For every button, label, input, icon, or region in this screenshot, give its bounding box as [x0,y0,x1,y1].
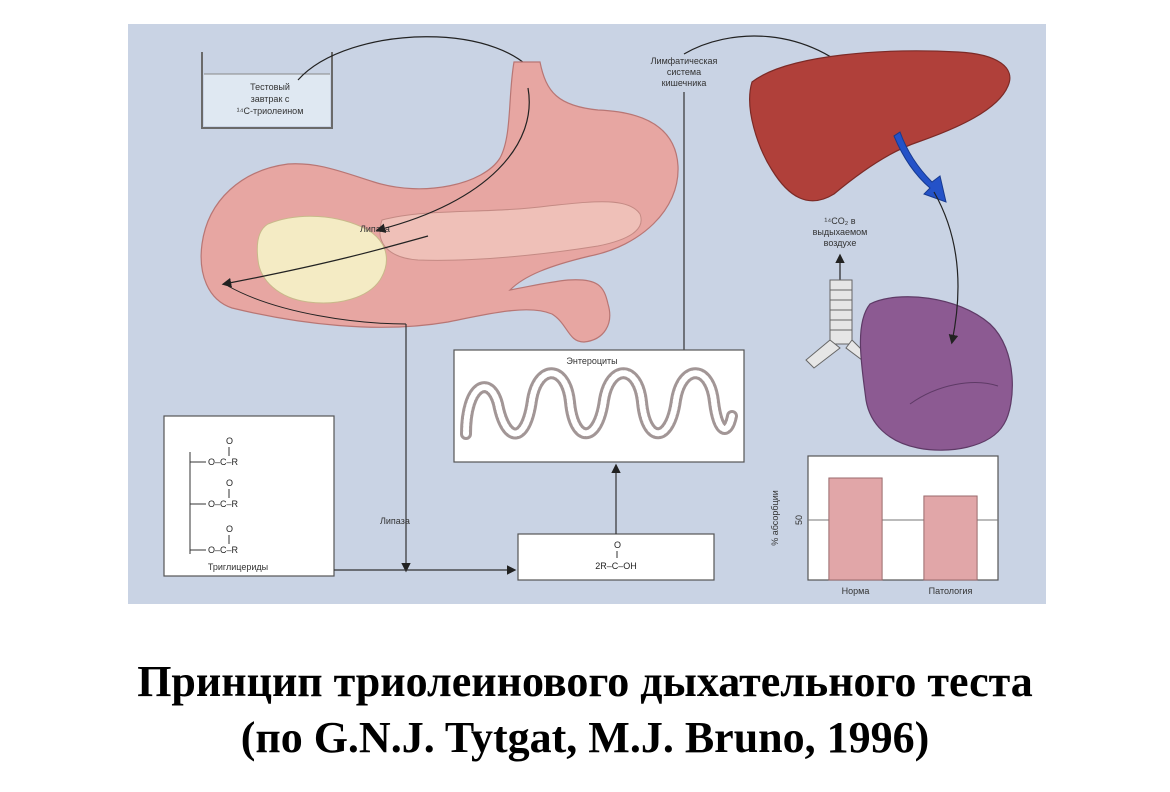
carbonyl-o-1: O [226,436,233,446]
lymph-label-3: кишечника [662,78,707,88]
caption-title: Принцип триолеинового дыхательного теста [137,657,1033,706]
portal-vein [893,131,947,203]
caption-citation: (по G.N.J. Tytgat, M.J. Bruno, 1996) [240,713,930,762]
lymph-label-1: Лимфатическая [651,56,718,66]
co2-label-2: выдыхаемом [813,227,868,237]
arrow-liver-to-lungs [933,191,959,345]
carbonyl-o-3: O [226,524,233,534]
test-breakfast-label-2: завтрак с [251,94,290,104]
arrow-beaker-to-esophagus [297,36,542,85]
lymph-label-2: система [667,67,701,77]
chart-category-label: Норма [842,586,870,596]
co2-label-3: воздухе [824,238,857,248]
arrow-lipase-action [221,235,429,288]
lung-fissure [909,382,999,405]
bile-duct-line [227,285,407,325]
liver [749,50,1011,202]
triglycerides-label: Триглицериды [208,562,268,572]
fatty-acid-carbonyl-o: O [614,540,621,550]
carbonyl-o-2: O [226,478,233,488]
acyl-group-1: O–C–R [208,457,239,467]
test-breakfast-label-1: Тестовый [250,82,290,92]
lipase-duct-label: Липаза [380,516,410,526]
test-breakfast-label-3: ¹⁴C-триолеином [237,106,304,116]
acyl-group-2: O–C–R [208,499,239,509]
pancreas [379,201,642,261]
fatty-acid-panel: O 2R–C–OH [517,533,715,581]
co2-label-1: ¹⁴CO₂ в [824,216,855,226]
breath-test-diagram: Тестовый завтрак с ¹⁴C-триолеином Липаза… [128,24,1046,604]
enterocytes-label: Энтероциты [566,356,617,366]
fat-bolus [256,215,387,304]
chart-ytick-label: 50 [794,515,804,525]
chart-bar [923,495,978,581]
test-breakfast-beaker: Тестовый завтрак с ¹⁴C-триолеином [201,52,333,129]
fatty-acid-formula: 2R–C–OH [595,561,637,571]
acyl-group-3: O–C–R [208,545,239,555]
lungs [859,296,1013,451]
chart-ylabel: % абсорбции [770,490,780,546]
chart-category-label: Патология [929,586,973,596]
enterocytes-panel: Энтероциты [453,349,745,463]
chart-bar [828,477,883,581]
triglycerides-panel: O–C–R O O–C–R O O–C–R O Триглицериды [163,415,335,577]
lipase-stomach-label: Липаза [360,224,390,234]
arrow-esophagus-to-bolus [375,87,530,233]
